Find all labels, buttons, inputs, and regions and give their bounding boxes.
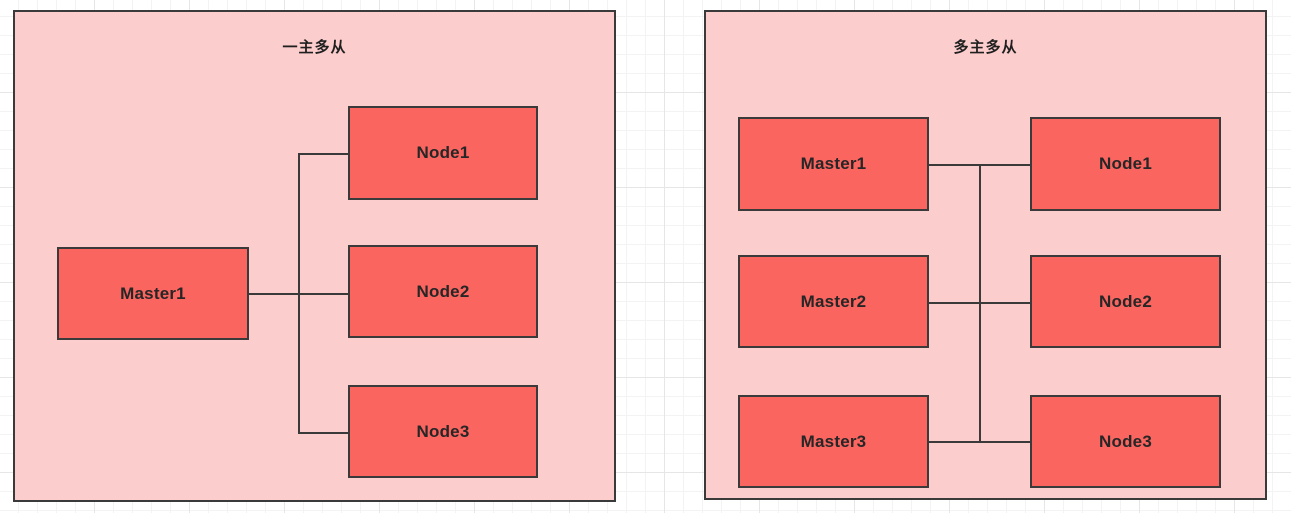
node-label-right-master2: Master2 (800, 291, 867, 311)
node-box-left-node1[interactable]: Node1 (348, 106, 538, 200)
node-label-right-master1: Master1 (800, 154, 867, 173)
node-label-left-node3: Node3 (416, 421, 470, 441)
panel-title-multi-master: 多主多从 (953, 39, 1018, 56)
node-label-left-node1: Node1 (416, 143, 470, 162)
node-box-right-master1[interactable]: Master1 (738, 117, 929, 211)
node-label-right-node3: Node3 (1099, 431, 1152, 451)
connector-left-stub-master1 (249, 293, 349, 295)
node-box-right-node1[interactable]: Node1 (1030, 117, 1221, 211)
node-box-right-node2[interactable]: Node2 (1030, 255, 1221, 348)
node-box-right-master2[interactable]: Master2 (738, 255, 929, 348)
node-label-right-node1: Node1 (1099, 154, 1152, 173)
panel-title-single-master: 一主多从 (282, 39, 347, 56)
connector-right-row1 (929, 164, 1031, 166)
node-box-right-node3[interactable]: Node3 (1030, 395, 1221, 488)
node-box-left-node2[interactable]: Node2 (348, 245, 538, 338)
node-box-right-master3[interactable]: Master3 (738, 395, 929, 488)
connector-right-row3 (929, 441, 1031, 443)
node-label-right-master3: Master3 (800, 431, 867, 451)
node-label-left-node2: Node2 (416, 281, 470, 301)
connector-right-row2 (929, 302, 1031, 304)
node-box-left-node3[interactable]: Node3 (348, 385, 538, 478)
node-label-left-master1: Master1 (120, 283, 186, 303)
connector-left-stub-node3 (298, 432, 349, 434)
node-box-left-master1[interactable]: Master1 (57, 247, 249, 340)
node-label-right-node2: Node2 (1099, 291, 1152, 311)
connector-left-stub-node1 (298, 153, 349, 155)
